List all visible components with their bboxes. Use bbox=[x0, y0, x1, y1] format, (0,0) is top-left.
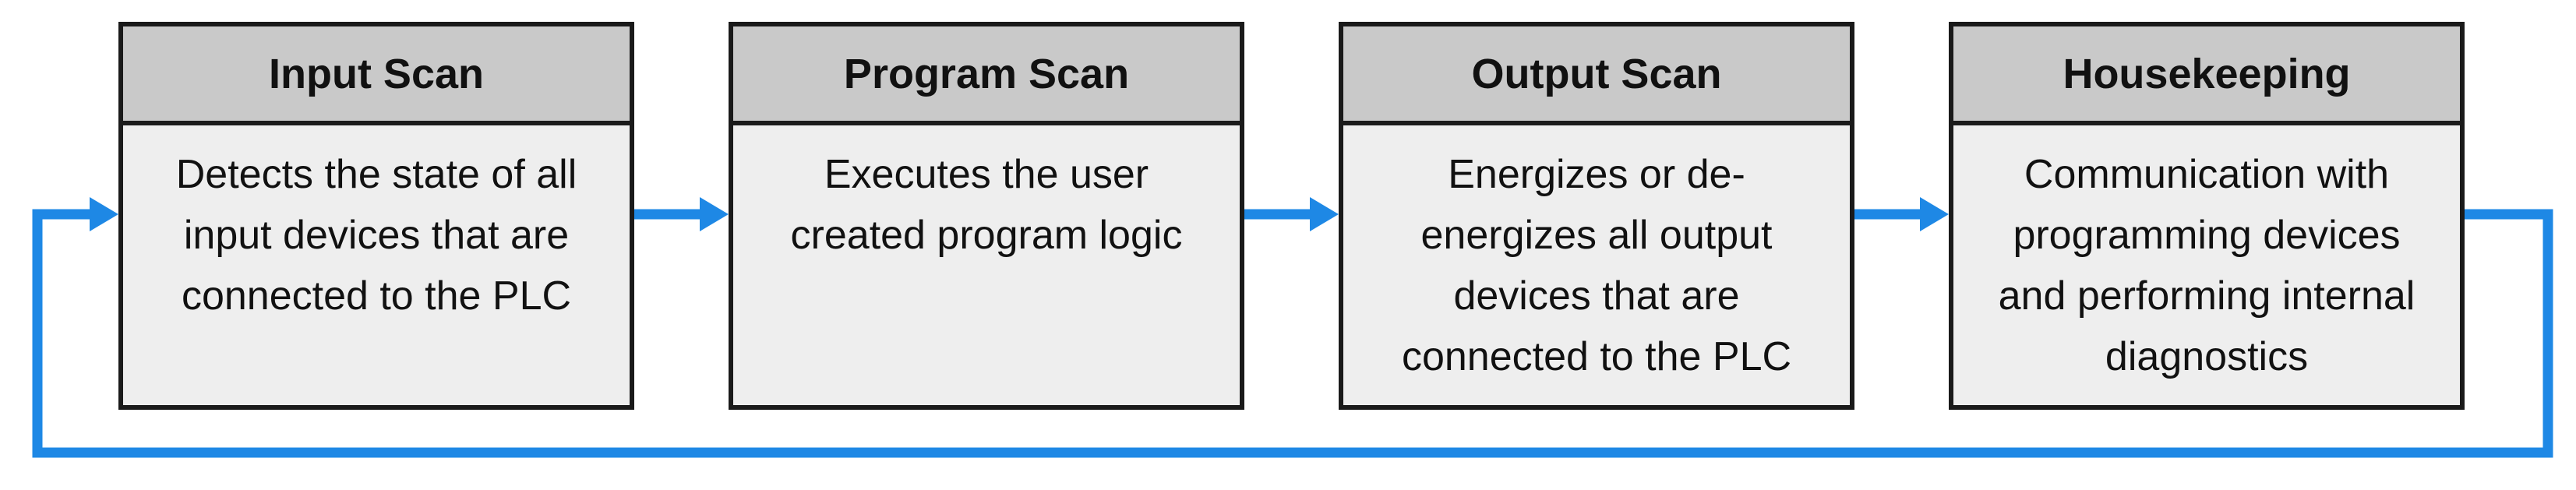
stage-input-scan: Input Scan Detects the state of all inpu… bbox=[118, 22, 634, 410]
stage-description: Energizes or de-energizes all output dev… bbox=[1401, 152, 1792, 379]
loop-back-line bbox=[32, 209, 2553, 458]
stage-output-scan: Output Scan Energizes or de-energizes al… bbox=[1339, 22, 1854, 410]
stage-title: Program Scan bbox=[733, 26, 1240, 125]
arrowhead-loop-to-1 bbox=[90, 197, 118, 231]
arrowhead-3-to-4 bbox=[1920, 197, 1949, 231]
stage-title: Output Scan bbox=[1343, 26, 1850, 125]
stage-housekeeping: Housekeeping Communication with programm… bbox=[1949, 22, 2465, 410]
stage-description: Detects the state of all input devices t… bbox=[175, 152, 577, 319]
stage-description: Executes the user created program logic bbox=[790, 152, 1183, 258]
arrowhead-1-to-2 bbox=[700, 197, 729, 231]
stage-title: Housekeeping bbox=[1953, 26, 2460, 125]
stage-title: Input Scan bbox=[123, 26, 630, 125]
stage-program-scan: Program Scan Executes the user created p… bbox=[729, 22, 1244, 410]
arrowhead-2-to-3 bbox=[1310, 197, 1339, 231]
stage-description: Communication with programming devices a… bbox=[1998, 152, 2415, 379]
